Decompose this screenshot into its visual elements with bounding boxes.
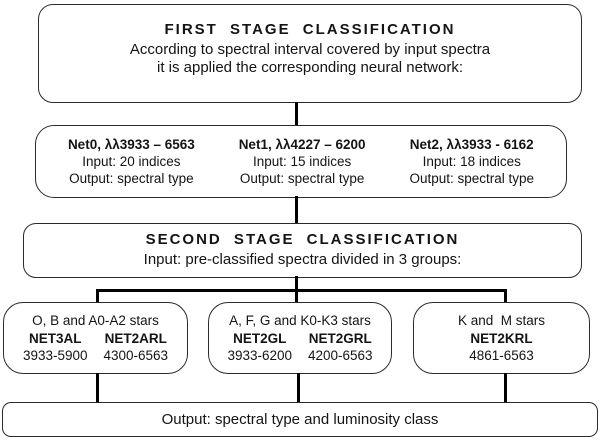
group-oba-nets: NET3AL 3933-5900 NET2ARL 4300-6563 xyxy=(4,330,187,365)
group-km-label: K and M stars xyxy=(457,313,546,328)
second-stage-line1: Input: pre-classified spectra divided in… xyxy=(143,251,462,268)
group-oba-net3al-name: NET3AL xyxy=(28,330,82,346)
group-afgk-net2gl: NET2GL 3933-6200 xyxy=(227,330,292,365)
output-box: Output: spectral type and luminosity cla… xyxy=(2,402,598,437)
group-box-oba: O, B and A0-A2 stars NET3AL 3933-5900 NE… xyxy=(3,302,188,374)
network-net2-output: Output: spectral type xyxy=(409,171,535,186)
group-afgk-net2grl-name: NET2GRL xyxy=(308,330,372,346)
group-oba-net3al-range: 3933-5900 xyxy=(22,348,88,363)
group-oba-net2arl-name: NET2ARL xyxy=(104,330,167,346)
network-net1-name: Net1, λλ4227 – 6200 xyxy=(238,137,366,152)
output-label: Output: spectral type and luminosity cla… xyxy=(161,411,439,428)
group-km-nets: NET2KRL 4861-6563 xyxy=(414,330,589,365)
group-oba-net2arl-range: 4300-6563 xyxy=(103,348,169,363)
network-net0-name: Net0, λλ3933 – 6563 xyxy=(67,137,195,152)
connector-drop-right xyxy=(504,289,507,303)
connector-oba-to-output xyxy=(96,373,99,403)
first-stage-line1: According to spectral interval covered b… xyxy=(129,41,491,58)
networks-box: Net0, λλ3933 – 6563 Input: 20 indices Ou… xyxy=(35,125,567,198)
group-oba-label: O, B and A0-A2 stars xyxy=(32,313,159,328)
network-net1-output: Output: spectral type xyxy=(239,171,365,186)
group-box-km: K and M stars NET2KRL 4861-6563 xyxy=(413,302,590,374)
connector-stage1-to-networks xyxy=(295,102,298,126)
group-afgk-net2gl-range: 3933-6200 xyxy=(227,348,292,363)
group-box-afgk: A, F, G and K0-K3 stars NET2GL 3933-6200… xyxy=(208,302,392,374)
network-net2-input: Input: 18 indices xyxy=(422,154,521,169)
network-net0: Net0, λλ3933 – 6563 Input: 20 indices Ou… xyxy=(68,136,195,187)
group-km-net2krl-range: 4861-6563 xyxy=(469,348,534,363)
connector-drop-left xyxy=(96,289,99,303)
connector-branch-bar xyxy=(96,289,507,292)
first-stage-box: FIRST STAGE CLASSIFICATION According to … xyxy=(38,4,582,103)
first-stage-title: FIRST STAGE CLASSIFICATION xyxy=(164,21,456,38)
network-net0-output: Output: spectral type xyxy=(69,171,194,186)
group-afgk-label: A, F, G and K0-K3 stars xyxy=(229,313,371,328)
group-km-net2krl-name: NET2KRL xyxy=(470,330,533,346)
group-afgk-net2gl-name: NET2GL xyxy=(233,330,287,346)
group-oba-net3al: NET3AL 3933-5900 xyxy=(23,330,88,365)
network-net1: Net1, λλ4227 – 6200 Input: 15 indices Ou… xyxy=(239,136,366,187)
second-stage-title: SECOND STAGE CLASSIFICATION xyxy=(145,231,460,248)
group-afgk-net2grl: NET2GRL 4200-6563 xyxy=(308,330,373,365)
connector-drop-middle xyxy=(295,289,298,303)
group-afgk-nets: NET2GL 3933-6200 NET2GRL 4200-6563 xyxy=(209,330,391,365)
connector-afgk-to-output xyxy=(297,373,300,403)
first-stage-line2: it is applied the corresponding neural n… xyxy=(156,59,463,76)
network-net1-input: Input: 15 indices xyxy=(252,154,352,169)
network-net2-name: Net2, λλ3933 - 6162 xyxy=(409,137,534,152)
second-stage-box: SECOND STAGE CLASSIFICATION Input: pre-c… xyxy=(23,223,582,278)
network-net2: Net2, λλ3933 - 6162 Input: 18 indices Ou… xyxy=(409,136,534,187)
group-km-net2krl: NET2KRL 4861-6563 xyxy=(469,330,534,365)
group-oba-net2arl: NET2ARL 4300-6563 xyxy=(104,330,169,365)
network-net0-input: Input: 20 indices xyxy=(82,154,181,169)
group-afgk-net2grl-range: 4200-6563 xyxy=(308,348,373,363)
connector-stage2-stem xyxy=(295,276,298,292)
connector-networks-to-stage2 xyxy=(295,196,298,224)
connector-km-to-output xyxy=(504,373,507,403)
